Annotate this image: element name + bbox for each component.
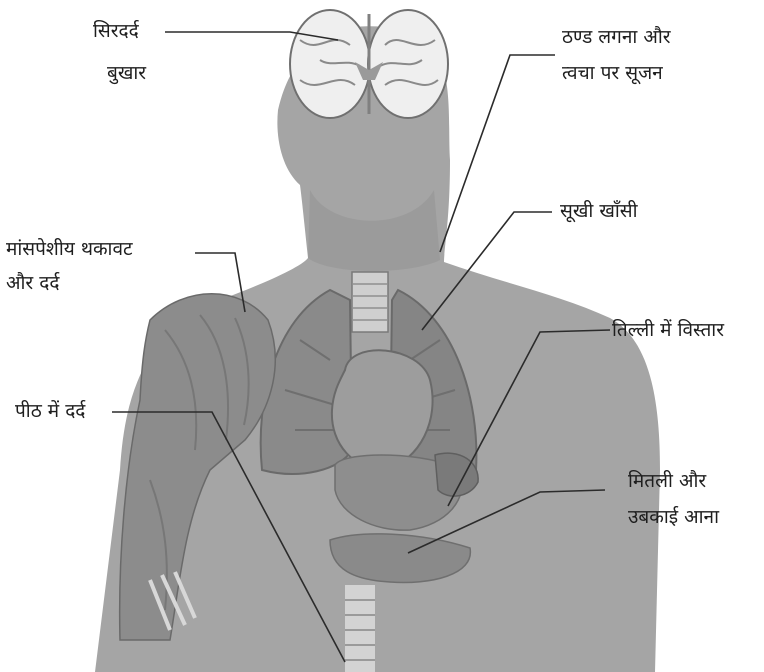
leader-line-chills — [440, 55, 555, 252]
label-chills-line1: ठण्ड लगना और — [562, 22, 671, 52]
label-spleen: तिल्ली में विस्तार — [612, 315, 724, 345]
label-dry-cough: सूखी खाँसी — [560, 196, 638, 226]
label-headache: सिरदर्द — [93, 16, 139, 46]
label-nausea-line2: उबकाई आना — [628, 502, 719, 532]
label-back-pain: पीठ में दर्द — [15, 396, 85, 426]
brain-icon — [290, 10, 448, 118]
label-chills-line2: त्वचा पर सूजन — [562, 58, 663, 88]
label-fever: बुखार — [107, 58, 146, 88]
spine-icon — [345, 585, 375, 672]
label-nausea-line1: मितली और — [628, 466, 706, 496]
trachea-icon — [352, 272, 388, 332]
label-muscle-line2: और दर्द — [6, 268, 59, 298]
label-muscle-line1: मांसपेशीय थकावट — [6, 234, 133, 264]
